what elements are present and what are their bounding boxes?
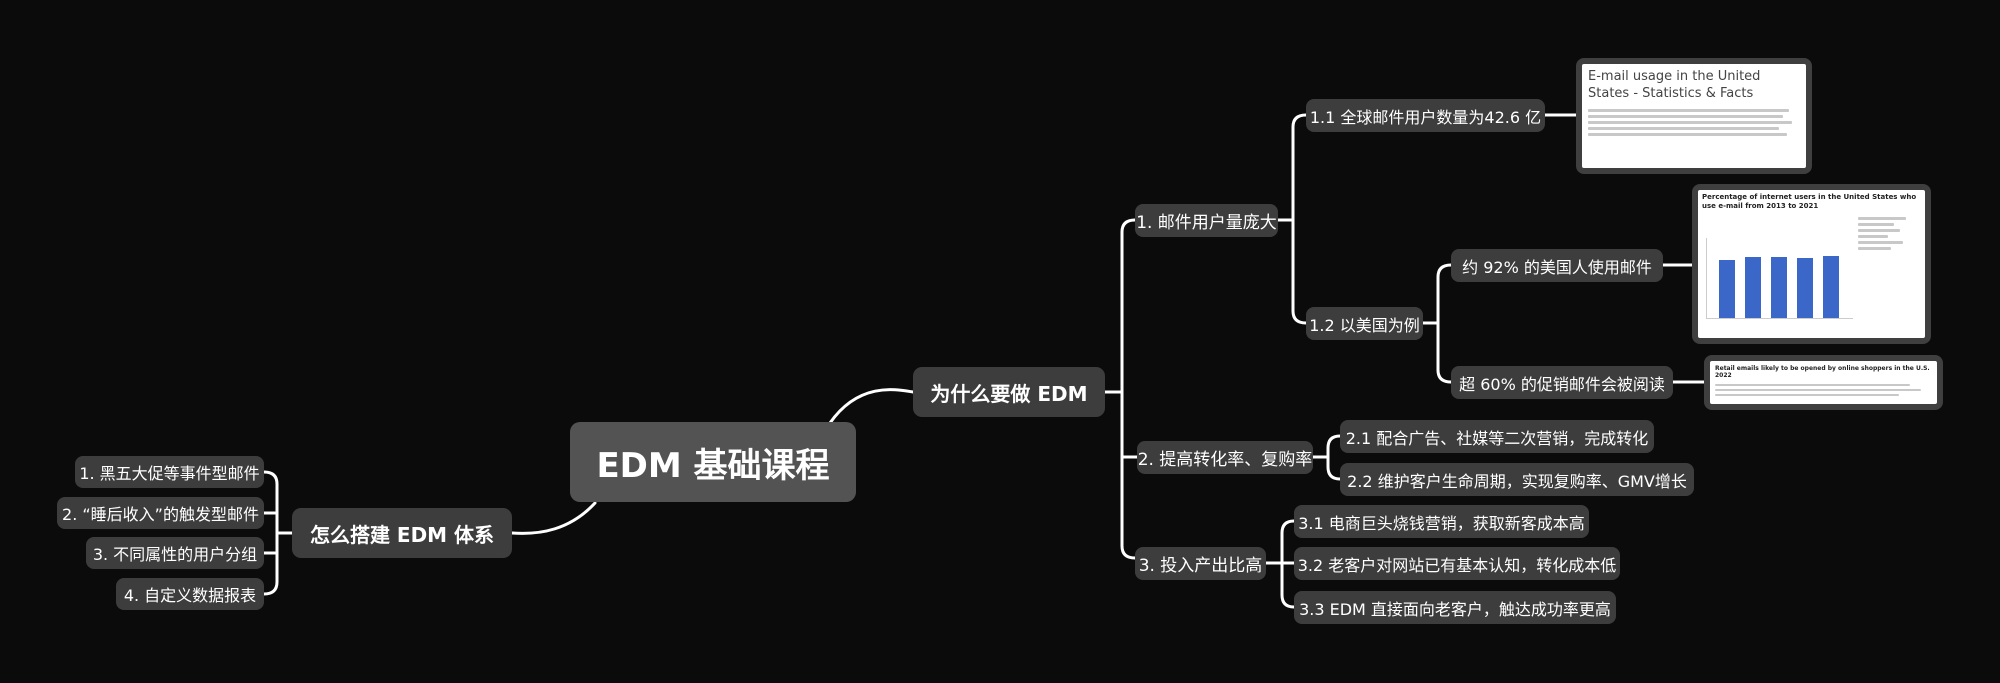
thumbnail-bar bbox=[1771, 257, 1787, 318]
node-3-1-acquisition-cost[interactable]: 3.1 电商巨头烧钱营销，获取新客成本高 bbox=[1294, 505, 1589, 538]
thumbnail-title: Percentage of internet users in the Unit… bbox=[1702, 193, 1917, 210]
thumbnail-text-lines bbox=[1710, 379, 1937, 401]
node-60-percent[interactable]: 超 60% 的促销邮件会被阅读 bbox=[1451, 366, 1673, 399]
node-2-2-lifecycle[interactable]: 2.2 维护客户生命周期，实现复购率、GMV增长 bbox=[1340, 463, 1694, 496]
how-item-user-segments[interactable]: 3. 不同属性的用户分组 bbox=[86, 537, 264, 569]
node-3-roi[interactable]: 3. 投入产出比高 bbox=[1135, 547, 1266, 580]
thumbnail-title: Retail emails likely to be opened by onl… bbox=[1715, 365, 1930, 379]
node-3-2-low-cost[interactable]: 3.2 老客户对网站已有基本认知，转化成本低 bbox=[1294, 547, 1620, 580]
node-1-email-users-large[interactable]: 1. 邮件用户量庞大 bbox=[1135, 204, 1278, 237]
us-email-usage-chart-thumbnail[interactable]: Percentage of internet users in the Unit… bbox=[1692, 184, 1931, 344]
thumbnail-bar bbox=[1719, 260, 1735, 318]
email-usage-article-thumbnail[interactable]: E-mail usage in the United States - Stat… bbox=[1576, 58, 1812, 174]
node-92-percent[interactable]: 约 92% 的美国人使用邮件 bbox=[1451, 249, 1663, 282]
thumbnail-text-lines bbox=[1582, 102, 1806, 143]
branch-why-edm[interactable]: 为什么要做 EDM bbox=[913, 367, 1105, 417]
node-2-1-retargeting[interactable]: 2.1 配合广告、社媒等二次营销，完成转化 bbox=[1340, 420, 1654, 453]
node-1-1-global-users[interactable]: 1.1 全球邮件用户数量为42.6 亿 bbox=[1306, 99, 1545, 132]
how-item-custom-reports[interactable]: 4. 自定义数据报表 bbox=[116, 578, 264, 610]
thumbnail-bar bbox=[1797, 258, 1813, 318]
root-node[interactable]: EDM 基础课程 bbox=[570, 422, 856, 502]
branch-how-build-edm[interactable]: 怎么搭建 EDM 体系 bbox=[292, 508, 512, 558]
thumbnail-bar bbox=[1745, 257, 1761, 318]
how-item-trigger-emails[interactable]: 2. “睡后收入”的触发型邮件 bbox=[57, 497, 264, 529]
thumbnail-title: E-mail usage in the United States - Stat… bbox=[1588, 69, 1761, 101]
retail-emails-opened-thumbnail[interactable]: Retail emails likely to be opened by onl… bbox=[1704, 355, 1943, 410]
thumbnail-side-panel bbox=[1858, 214, 1918, 338]
node-3-3-reach-rate[interactable]: 3.3 EDM 直接面向老客户，触达成功率更高 bbox=[1294, 591, 1616, 624]
thumbnail-bar-plot bbox=[1706, 238, 1853, 319]
node-1-2-us-example[interactable]: 1.2 以美国为例 bbox=[1306, 307, 1423, 340]
thumbnail-bar bbox=[1823, 256, 1839, 318]
node-2-conversion[interactable]: 2. 提高转化率、复购率 bbox=[1137, 441, 1313, 474]
how-item-event-emails[interactable]: 1. 黑五大促等事件型邮件 bbox=[75, 456, 264, 488]
